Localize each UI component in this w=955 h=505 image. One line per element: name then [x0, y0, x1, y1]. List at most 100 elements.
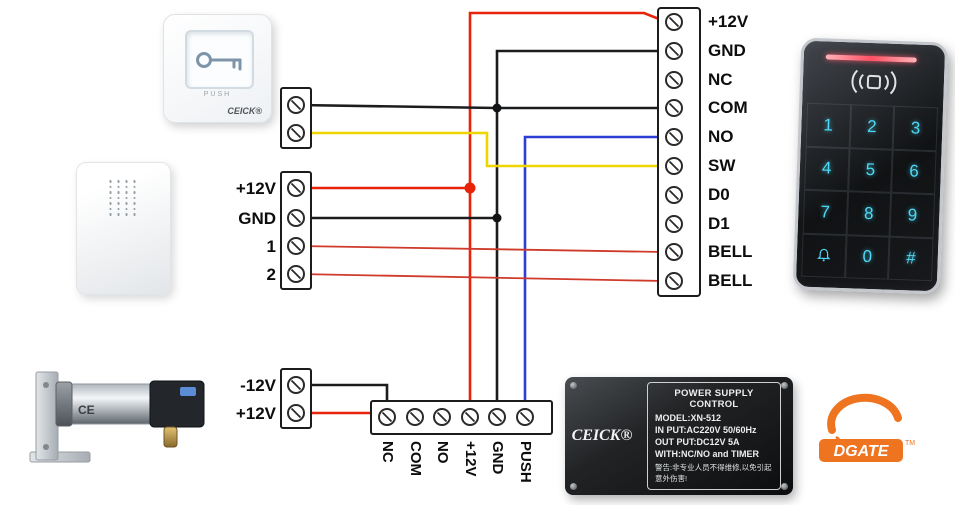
keypad-key-2: 2	[849, 104, 895, 150]
psu-corner-screw	[781, 483, 788, 490]
keypad-key-1: 1	[805, 102, 851, 148]
logo-swoosh	[827, 393, 902, 434]
lock-bracket-screw	[43, 444, 49, 450]
screw-terminal	[665, 42, 683, 60]
screw-terminal	[665, 243, 683, 261]
key-icon	[195, 51, 241, 70]
lock-end-cap	[55, 381, 73, 427]
junction-dot-red	[464, 182, 476, 194]
psu-input: IN PUT:AC220V 50/60Hz	[655, 424, 757, 435]
lock-bolt-pin	[163, 426, 178, 448]
terminal-label-d1: D1	[708, 214, 730, 233]
screw-terminal	[665, 13, 683, 31]
keypad-key-grid: 1 2 3 4 5 6 7 8 9 0 #	[801, 102, 939, 282]
terminal-label-lock-minus12v: -12V	[240, 376, 276, 395]
psu-warning: 警告:非专业人员不得维修,以免引起意外伤害!	[655, 463, 772, 484]
screw-terminal	[287, 237, 305, 255]
screw-terminal	[665, 272, 683, 290]
psu-corner-screw	[570, 483, 577, 490]
terminal-label-bottom-com: COM	[407, 441, 424, 476]
bell-icon	[816, 249, 831, 262]
screw-terminal	[516, 408, 534, 426]
lock-ce-mark: CE	[78, 403, 95, 417]
screw-terminal	[665, 157, 683, 175]
bolt-lock-graphic: CE	[29, 371, 205, 463]
electric-bolt-lock-device: CE	[24, 362, 214, 472]
screw-terminal	[378, 408, 396, 426]
keypad-key-0: 0	[844, 234, 890, 280]
psu-model: MODEL:XN-512	[655, 412, 722, 423]
doorbell-device	[76, 162, 171, 295]
wire-bell2-red	[297, 273, 665, 282]
keypad-led-strip	[825, 54, 917, 63]
keypad-key-8: 8	[846, 191, 892, 237]
terminal-label-bell2: BELL	[708, 271, 753, 290]
terminal-label-nc: NC	[708, 70, 733, 89]
terminal-label-com: COM	[708, 98, 748, 117]
screw-terminal	[287, 179, 305, 197]
terminal-label-bottom-12v: +12V	[462, 441, 479, 477]
logo-text: DGATE	[834, 443, 890, 460]
screw-terminal	[665, 186, 683, 204]
dgate-logo: DGATE TM	[812, 383, 917, 473]
push-button-label: PUSH	[203, 91, 232, 98]
psu-corner-screw	[570, 382, 577, 389]
psu-spec-panel: POWER SUPPLY CONTROL MODEL:XN-512 IN PUT…	[647, 381, 781, 491]
junction-dot-black-bottom	[492, 213, 502, 223]
wire-pushbutton-com-black	[297, 103, 664, 110]
screw-terminal	[665, 215, 683, 233]
screw-terminal	[665, 128, 683, 146]
keypad-key-4: 4	[804, 146, 850, 192]
lock-connector	[180, 387, 196, 396]
rfid-contactless-icon	[846, 66, 901, 103]
psu-corner-screw	[781, 382, 788, 389]
logo-banner	[819, 439, 903, 462]
terminal-label-no: NO	[708, 127, 734, 146]
screw-terminal	[287, 209, 305, 227]
wire-no-push-blue	[523, 135, 664, 416]
screw-terminal	[461, 408, 479, 426]
terminal-label-sw: SW	[708, 156, 736, 175]
keypad-key-hash: #	[888, 236, 934, 282]
terminal-label-d0: D0	[708, 185, 730, 204]
screw-terminal	[287, 376, 305, 394]
psu-output: OUT PUT:DC12V 5A	[655, 437, 740, 447]
keypad-key-3: 3	[892, 105, 939, 151]
push-button-brand: CEICK®	[227, 106, 262, 116]
screw-terminal	[287, 265, 305, 283]
terminal-label-left-12v: +12V	[235, 179, 276, 198]
terminal-label-bottom-nc: NC	[379, 441, 396, 463]
terminal-label-left-2: 2	[266, 265, 276, 284]
logo-tm: TM	[905, 440, 915, 447]
terminal-label-lock-plus12v: +12V	[235, 404, 276, 423]
psu-brand: CEICK®	[571, 427, 633, 444]
wire-gnd-black	[495, 49, 664, 416]
screw-terminal	[287, 96, 305, 114]
junction-dot-black-top	[492, 103, 502, 113]
screw-terminal	[287, 124, 305, 142]
terminal-label-plus12v: +12V	[708, 12, 749, 31]
screw-terminal	[287, 404, 305, 422]
keypad-key-bell	[801, 233, 847, 279]
terminal-label-bottom-push: PUSH	[517, 441, 534, 483]
keypad-key-7: 7	[802, 189, 848, 235]
keypad-key-5: 5	[847, 147, 893, 193]
screw-terminal	[665, 99, 683, 117]
wire-bell1-red	[297, 245, 665, 253]
doorbell-speaker-grille	[109, 180, 138, 216]
terminal-label-left-1: 1	[266, 237, 276, 256]
keypad-key-6: 6	[891, 149, 937, 195]
terminal-label-left-gnd: GND	[238, 209, 276, 228]
terminal-label-bell1: BELL	[708, 242, 753, 261]
lock-sensor-block	[149, 380, 205, 428]
power-supply-device: CEICK® POWER SUPPLY CONTROL MODEL:XN-512…	[565, 377, 793, 495]
terminal-label-bottom-no: NO	[434, 441, 451, 464]
exit-push-button-device: PUSH CEICK®	[163, 14, 272, 123]
screw-terminal	[433, 408, 451, 426]
psu-title: POWER SUPPLY CONTROL	[674, 387, 754, 410]
screw-terminal	[406, 408, 424, 426]
terminal-block-left	[280, 171, 312, 290]
psu-with: WITH:NC/NO and TIMER	[655, 449, 759, 460]
